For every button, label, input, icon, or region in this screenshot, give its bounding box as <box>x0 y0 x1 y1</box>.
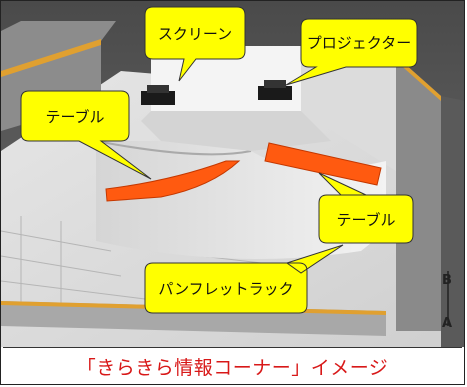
callout-projector-label: プロジェクター <box>307 34 411 52</box>
projector-right <box>258 80 292 100</box>
booth-floor <box>141 111 331 151</box>
section-label-b: B <box>442 273 452 288</box>
callout-pamphlet-rack-label: パンフレットラック <box>158 280 293 298</box>
callout-pamphlet-rack: パンフレットラック <box>144 244 344 314</box>
callout-table-left-label: テーブル <box>45 108 104 126</box>
callout-projector: プロジェクター <box>285 18 418 86</box>
diagram-caption: 「きらきら情報コーナー」イメージ <box>3 347 462 384</box>
table-right <box>264 142 382 186</box>
booth-top-edge <box>95 140 252 156</box>
projector-left <box>141 85 175 105</box>
table-left <box>105 160 241 202</box>
right-edge-wall <box>441 96 464 347</box>
callout-screen-label: スクリーン <box>158 25 232 43</box>
callout-table-left: テーブル <box>20 90 152 180</box>
section-label-a: A <box>442 316 452 331</box>
left-wall-trim <box>1 39 101 77</box>
right-outer-wall <box>396 56 441 331</box>
callout-screen: スクリーン <box>144 6 246 82</box>
callout-table-right-label: テーブル <box>336 211 395 229</box>
right-wall <box>301 46 396 171</box>
room-rendering: B A スクリーン プロジェクター テーブル テーブル パンフレットラック <box>1 1 464 347</box>
callout-table-right: テーブル <box>318 172 414 244</box>
